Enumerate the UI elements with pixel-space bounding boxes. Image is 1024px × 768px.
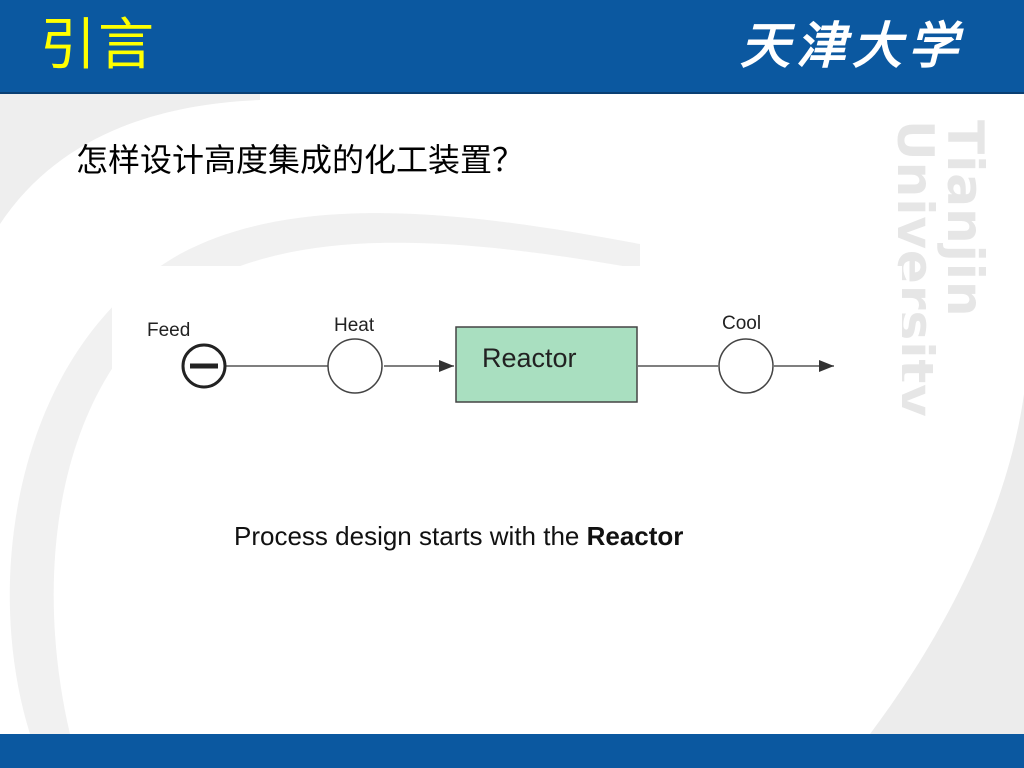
watermark-text: Tianjin University [886,120,994,418]
cooler-node [718,338,774,394]
university-logo: 天津大学 [740,16,964,75]
diagram-caption: Process design starts with the Reactor [234,520,683,552]
reactor-box [455,326,638,403]
footer-bar [0,734,1024,768]
process-diagram: Feed Heat Reactor Cool [112,266,902,596]
header-bar: 引言 天津大学 [0,0,1024,94]
cool-label: Cool [722,313,761,334]
heat-exchanger-node [327,338,383,394]
question-text: 怎样设计高度集成的化工装置？ [76,141,525,179]
caption-emphasis: Reactor [586,521,684,551]
slide-title: 引言 [40,13,156,78]
flow-diagram-svg: Feed Heat Reactor Cool [147,313,834,403]
background-swoosh [0,94,1024,734]
caption-prefix: Process design starts with the [234,521,587,551]
feed-label: Feed [147,320,190,341]
reactor-label: Reactor [482,343,577,373]
heat-label: Heat [334,315,375,336]
